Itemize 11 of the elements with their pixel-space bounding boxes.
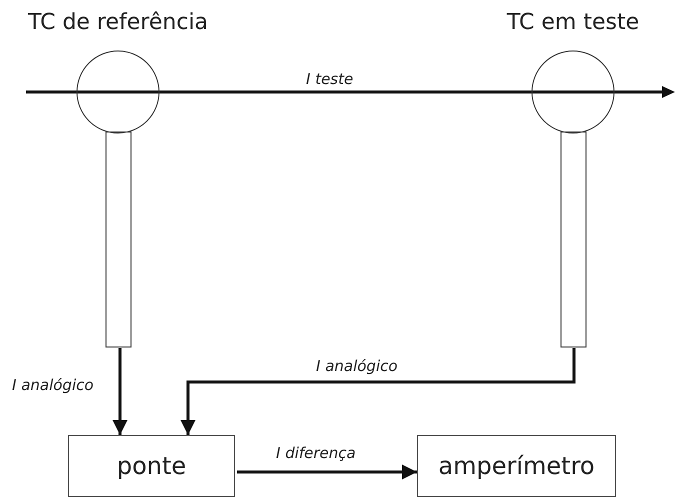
process-box: amperímetro (417, 435, 616, 497)
edge-label: I analógico (316, 357, 398, 376)
edge-label: I analógico (12, 376, 94, 395)
arrow (180, 348, 576, 435)
arrow (112, 348, 128, 435)
transformer-heading: TC em teste (506, 10, 640, 35)
current-label: I teste (306, 70, 354, 89)
process-box: ponte (68, 435, 235, 497)
transformer-heading: TC de referência (28, 10, 208, 35)
arrow (237, 464, 417, 480)
edge-label: I diferença (276, 444, 356, 463)
